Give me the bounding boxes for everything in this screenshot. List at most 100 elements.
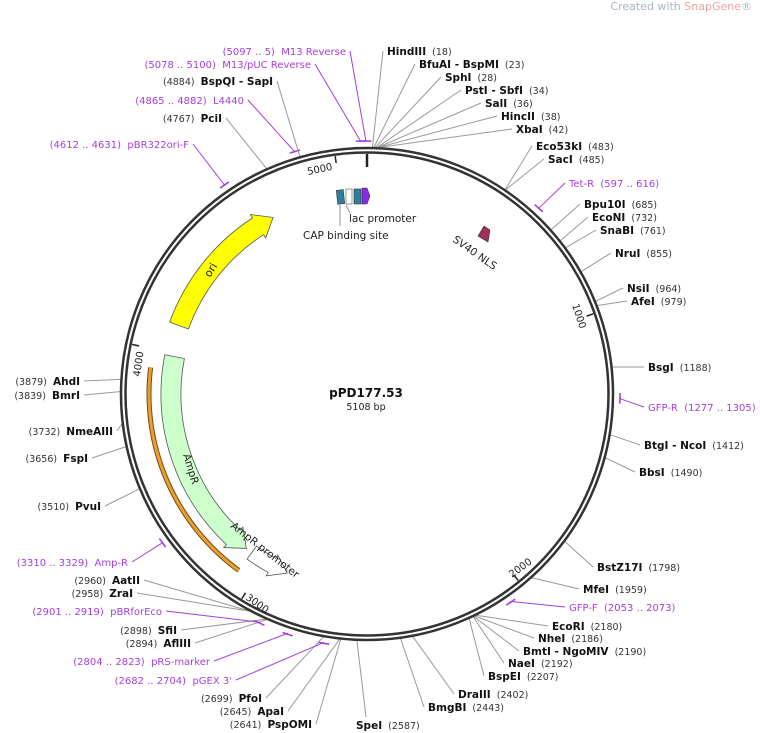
watermark-suffix: ® [741, 0, 752, 13]
site-name: L4440 [213, 96, 244, 107]
enzyme-label[interactable]: BfuAI - BspMI (23) [419, 59, 524, 71]
site-name: PfoI [239, 693, 262, 705]
orange-arc-feature[interactable] [147, 367, 240, 572]
ori-feature-arrow[interactable] [169, 214, 274, 330]
enzyme-label[interactable]: BmtI - NgoMIV (2190) [523, 646, 646, 658]
enzyme-label[interactable]: NheI (2186) [538, 633, 603, 645]
primer-label[interactable]: GFP-F (2053 .. 2073) [569, 603, 676, 614]
enzyme-label[interactable]: BbsI (1490) [639, 467, 702, 479]
enzyme-label[interactable]: (2699) PfoI [201, 693, 262, 705]
enzyme-label[interactable]: (3732) NmeAIII [29, 426, 113, 438]
enzyme-label[interactable]: (2960) AatII [74, 575, 140, 587]
enzyme-label[interactable]: Bpu10I (685) [584, 199, 657, 211]
snapgene-watermark: Created with SnapGene® [610, 0, 752, 13]
site-position: (2180) [591, 622, 623, 633]
enzyme-label[interactable]: SnaBI (761) [600, 225, 666, 237]
backbone-inner [124, 151, 610, 637]
enzyme-label[interactable]: (3879) AhdI [15, 376, 80, 388]
site-name: AfeI [631, 296, 655, 308]
ampr-feature-arrow[interactable] [160, 354, 247, 549]
site-name: ApaI [257, 706, 284, 718]
site-leader-lines [83, 50, 645, 725]
lac-promoter-feature[interactable] [353, 188, 362, 205]
enzyme-label[interactable]: (2645) ApaI [220, 706, 284, 718]
site-position: (2894) [126, 639, 158, 650]
enzyme-label[interactable]: (3839) BmrI [14, 390, 80, 402]
enzyme-label[interactable]: HincII (38) [501, 111, 560, 123]
enzyme-label[interactable]: SphI (28) [445, 72, 497, 84]
primer-label[interactable]: (4865 .. 4882) L4440 [135, 96, 244, 107]
enzyme-label[interactable]: BtgI - NcoI (1412) [644, 440, 744, 452]
enzyme-label[interactable]: (4884) BspQI - SapI [163, 76, 273, 88]
site-position: (1490) [671, 468, 703, 479]
site-position: (761) [640, 226, 666, 237]
site-position: (1959) [615, 585, 647, 596]
primer-label[interactable]: (2804 .. 2823) pRS-marker [73, 657, 211, 668]
enzyme-label[interactable]: (2641) PspOMI [230, 719, 312, 731]
enzyme-label[interactable]: NsiI (964) [627, 283, 681, 295]
ampr-promoter-arrow[interactable] [246, 545, 288, 577]
enzyme-label[interactable]: NaeI (2192) [508, 658, 573, 670]
leader-line [276, 80, 301, 157]
primer-mark [289, 149, 301, 154]
enzyme-label[interactable]: PstI - SbfI (34) [465, 85, 548, 97]
enzyme-label[interactable]: DraIII (2402) [458, 689, 528, 701]
primer-label[interactable]: (3310 .. 3329) Amp-R [17, 558, 128, 569]
site-name: Amp-R [95, 558, 129, 569]
site-position: (18) [432, 47, 452, 58]
enzyme-label[interactable]: (2894) AflIII [126, 638, 191, 650]
primer-label[interactable]: (5078 .. 5100) M13/pUC Reverse [144, 60, 311, 71]
leader-line [143, 579, 249, 612]
enzyme-label[interactable]: BsgI (1188) [648, 362, 711, 374]
site-name: NaeI [508, 658, 535, 670]
enzyme-label[interactable]: BmgBI (2443) [428, 702, 504, 714]
site-position: (979) [661, 297, 687, 308]
plasmid-name: pPD177.53 [329, 386, 403, 400]
sv40-nls-feature[interactable] [477, 225, 491, 243]
enzyme-label[interactable]: BspEI (2207) [488, 671, 559, 683]
enzyme-label[interactable]: (3510) PvuI [37, 501, 101, 513]
site-name: BmrI [52, 390, 80, 402]
leader-line [531, 577, 580, 590]
leader-line [605, 457, 636, 473]
primer-mark [158, 538, 167, 548]
primer-label[interactable]: (2901 .. 2919) pBRforEco [32, 607, 162, 618]
enzyme-label[interactable]: Eco53kI (483) [536, 141, 614, 153]
site-position: (2207) [527, 672, 559, 683]
enzyme-label[interactable]: MfeI (1959) [583, 584, 647, 596]
site-position: (2641) [230, 720, 262, 731]
enzyme-label[interactable]: (3656) FspI [26, 453, 89, 465]
primer-label[interactable]: (4612 .. 4631) pBR322ori-F [50, 140, 190, 151]
enzyme-label[interactable]: XbaI (42) [516, 124, 568, 136]
primer-label[interactable]: Tet-R (597 .. 616) [568, 179, 659, 190]
site-position: (1412) [712, 441, 744, 452]
enzyme-label[interactable]: SpeI (2587) [356, 720, 420, 732]
purple-feature-arrow[interactable] [361, 187, 371, 205]
site-name: BstZ17I [597, 562, 642, 574]
leader-line [537, 182, 566, 210]
enzyme-label[interactable]: AfeI (979) [631, 296, 686, 308]
enzyme-label[interactable]: (2958) ZraI [72, 588, 133, 600]
lac-operator-feature[interactable] [345, 188, 353, 205]
leader-line [356, 640, 367, 718]
enzyme-label[interactable]: HindIII (18) [387, 46, 452, 58]
enzyme-label[interactable]: NruI (855) [615, 248, 672, 260]
enzyme-label[interactable]: (4767) PciI [163, 113, 222, 125]
enzyme-label[interactable]: EcoNI (732) [592, 212, 657, 224]
enzyme-label[interactable]: (2898) SfiI [120, 625, 177, 637]
leader-line [213, 632, 289, 662]
site-position: (3656) [26, 454, 58, 465]
leader-line [412, 636, 455, 695]
enzyme-label[interactable]: SalI (36) [485, 98, 533, 110]
enzyme-label[interactable]: BstZ17I (1798) [597, 562, 680, 574]
cap-binding-site-feature[interactable] [335, 189, 346, 205]
enzyme-label[interactable]: SacI (485) [548, 154, 604, 166]
enzyme-label[interactable]: EcoRI (2180) [552, 621, 622, 633]
primer-label[interactable]: GFP-R (1277 .. 1305) [648, 403, 756, 414]
leader-line [314, 63, 362, 143]
site-position: (38) [541, 112, 561, 123]
primer-label[interactable]: (2682 .. 2704) pGEX 3' [115, 676, 232, 687]
leader-line [510, 600, 566, 608]
leader-line [474, 615, 535, 639]
primer-label[interactable]: (5097 .. 5) M13 Reverse [223, 47, 346, 58]
